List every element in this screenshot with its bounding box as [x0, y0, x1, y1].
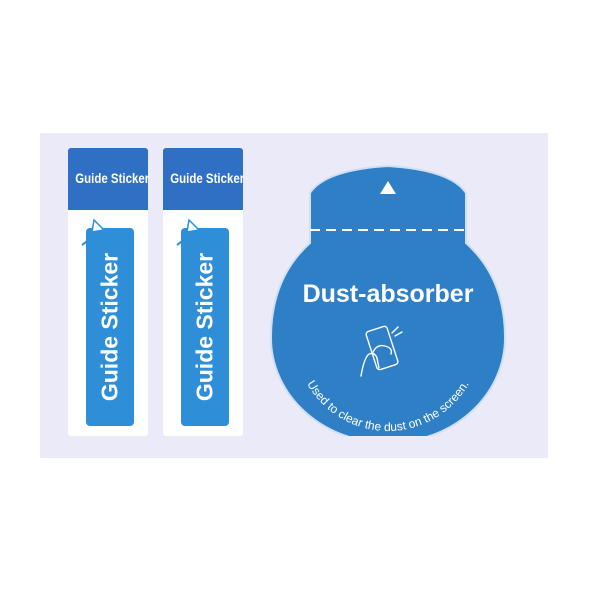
guide-sticker-header: Guide Sticker — [68, 148, 150, 210]
dust-absorber-body — [269, 164, 507, 436]
peel-corner-icon — [81, 218, 106, 246]
guide-sticker-blue-strip: Guide Sticker — [86, 228, 134, 426]
dust-absorber-title: Dust-absorber — [302, 280, 474, 308]
guide-sticker-blue-strip: Guide Sticker — [181, 228, 229, 426]
guide-sticker-header-label: Guide Sticker — [75, 170, 150, 186]
dust-absorber-shape: Used to clear the dust on the screen. — [269, 164, 507, 436]
guide-sticker-1: Guide Sticker Guide Sticker — [68, 148, 150, 436]
peel-corner-icon — [176, 218, 201, 246]
hand-wiping-phone-icon — [360, 325, 403, 377]
guide-sticker-body: Guide Sticker — [163, 210, 243, 436]
dust-absorber-sticker: Used to clear the dust on the screen. Du… — [265, 148, 511, 436]
guide-sticker-body: Guide Sticker — [68, 210, 148, 436]
arrow-up-icon — [380, 181, 396, 194]
guide-sticker-header-label: Guide Sticker — [170, 170, 245, 186]
guide-sticker-header: Guide Sticker — [163, 148, 245, 210]
guide-sticker-vertical-label: Guide Sticker — [191, 252, 218, 402]
guide-sticker-2: Guide Sticker Guide Sticker — [163, 148, 245, 436]
guide-sticker-vertical-label: Guide Sticker — [96, 252, 123, 402]
